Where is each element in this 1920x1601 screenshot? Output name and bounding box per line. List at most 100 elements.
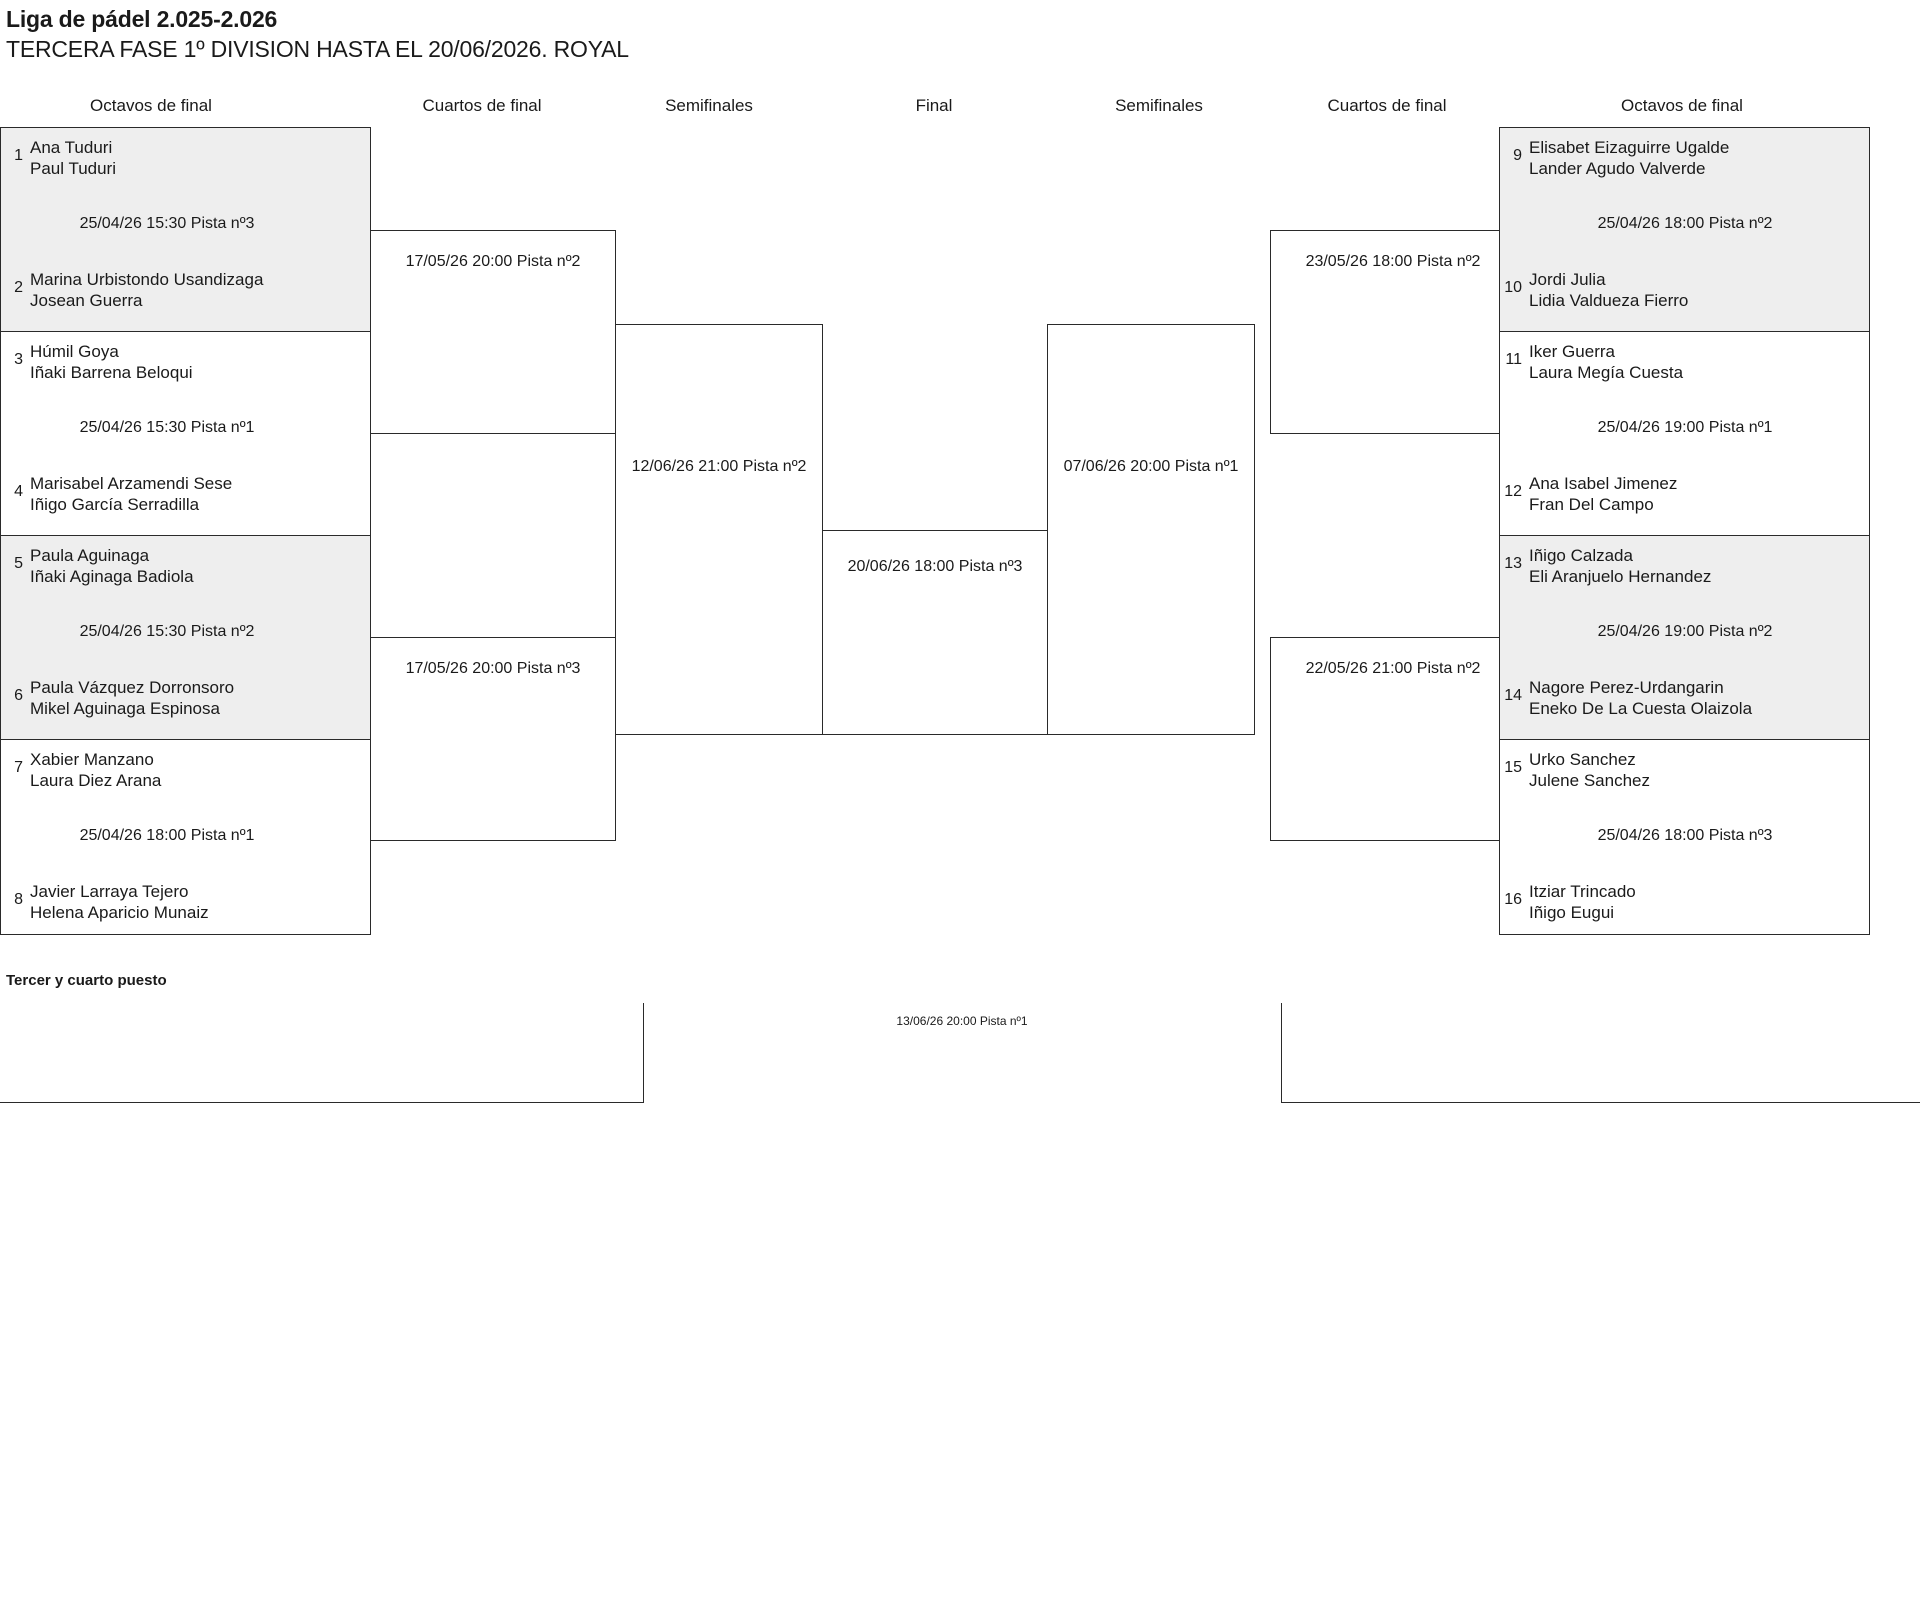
seed-row[interactable]: 3 Húmil Goya Iñaki Barrena Beloqui xyxy=(2,340,193,383)
seed-number: 5 xyxy=(14,555,23,572)
seed-names: Ana Isabel Jimenez Fran Del Campo xyxy=(1529,472,1677,515)
player-name: Fran Del Campo xyxy=(1529,495,1654,514)
player-name: Josean Guerra xyxy=(30,291,143,310)
player-name: Eli Aranjuelo Hernandez xyxy=(1529,567,1712,586)
match-time: 22/05/26 21:00 Pista nº2 xyxy=(1305,660,1481,677)
player-name: Jordi Julia xyxy=(1529,270,1606,289)
match-time: 25/04/26 15:30 Pista nº3 xyxy=(79,215,255,232)
seed-names: Nagore Perez-Urdangarin Eneko De La Cues… xyxy=(1529,676,1752,719)
seed-row[interactable]: 4 Marisabel Arzamendi Sese Iñigo García … xyxy=(2,472,232,515)
round-header-semifinales-left: Semifinales xyxy=(665,96,753,115)
player-name: Helena Aparicio Munaiz xyxy=(30,903,209,922)
player-name: Laura Megía Cuesta xyxy=(1529,363,1684,382)
right-octavos-match-2[interactable] xyxy=(1499,331,1870,536)
player-name: Paula Aguinaga xyxy=(30,546,150,565)
match-time: 25/04/26 18:00 Pista nº2 xyxy=(1597,215,1773,232)
player-name: Javier Larraya Tejero xyxy=(30,882,189,901)
seed-number: 7 xyxy=(14,759,23,776)
player-name: Ana Tuduri xyxy=(30,138,113,157)
seed-names: Paula Aguinaga Iñaki Aginaga Badiola xyxy=(30,544,194,587)
right-cuartos-match-2[interactable] xyxy=(1270,637,1516,841)
right-octavos-match-4[interactable] xyxy=(1499,739,1870,935)
seed-names: Paula Vázquez Dorronsoro Mikel Aguinaga … xyxy=(30,676,234,719)
seed-number: 10 xyxy=(1504,279,1522,296)
left-semifinal-match[interactable] xyxy=(615,324,823,735)
page-subtitle: TERCERA FASE 1º DIVISION HASTA EL 20/06/… xyxy=(6,36,629,62)
left-octavos-match-4[interactable] xyxy=(0,739,371,935)
seed-names: Húmil Goya Iñaki Barrena Beloqui xyxy=(30,340,193,383)
right-octavos-match-1[interactable] xyxy=(1499,127,1870,332)
player-name: Xabier Manzano xyxy=(30,750,154,769)
player-name: Lander Agudo Valverde xyxy=(1529,159,1706,178)
player-name: Julene Sanchez xyxy=(1529,771,1650,790)
player-name: Mikel Aguinaga Espinosa xyxy=(30,699,220,718)
match-time: 25/04/26 19:00 Pista nº1 xyxy=(1597,419,1773,436)
match-time: 25/04/26 15:30 Pista nº1 xyxy=(79,419,255,436)
seed-row[interactable]: 12 Ana Isabel Jimenez Fran Del Campo xyxy=(1501,472,1677,515)
player-name: Iñigo Eugui xyxy=(1529,903,1615,922)
match-time: 25/04/26 18:00 Pista nº3 xyxy=(1597,827,1773,844)
player-name: Marisabel Arzamendi Sese xyxy=(30,474,233,493)
round-header-cuartos-right: Cuartos de final xyxy=(1327,96,1447,115)
match-time: 23/05/26 18:00 Pista nº2 xyxy=(1305,253,1481,270)
player-name: Iñigo Calzada xyxy=(1529,546,1633,565)
seed-number: 16 xyxy=(1504,891,1522,908)
left-octavos-match-1[interactable] xyxy=(0,127,371,332)
seed-names: Urko Sanchez Julene Sanchez xyxy=(1529,748,1650,791)
seed-row[interactable]: 11 Iker Guerra Laura Megía Cuesta xyxy=(1501,340,1683,383)
seed-number: 8 xyxy=(14,891,23,908)
player-name: Paul Tuduri xyxy=(30,159,116,178)
seed-row[interactable]: 6 Paula Vázquez Dorronsoro Mikel Aguinag… xyxy=(2,676,234,719)
player-name: Eneko De La Cuesta Olaizola xyxy=(1529,699,1753,718)
seed-row[interactable]: 7 Xabier Manzano Laura Diez Arana xyxy=(2,748,161,791)
seed-names: Itziar Trincado Iñigo Eugui xyxy=(1529,880,1636,923)
seed-row[interactable]: 10 Jordi Julia Lidia Valdueza Fierro xyxy=(1501,268,1688,311)
player-name: Iker Guerra xyxy=(1529,342,1615,361)
seed-row[interactable]: 13 Iñigo Calzada Eli Aranjuelo Hernandez xyxy=(1501,544,1711,587)
third-place-line-right-vertical xyxy=(1281,1003,1282,1103)
seed-row[interactable]: 8 Javier Larraya Tejero Helena Aparicio … xyxy=(2,880,209,923)
seed-names: Iñigo Calzada Eli Aranjuelo Hernandez xyxy=(1529,544,1711,587)
seed-number: 1 xyxy=(14,147,23,164)
seed-number: 2 xyxy=(14,279,23,296)
seed-number: 15 xyxy=(1504,759,1522,776)
match-time: 17/05/26 20:00 Pista nº3 xyxy=(405,660,581,677)
final-match[interactable] xyxy=(822,530,1048,735)
right-cuartos-match-1[interactable] xyxy=(1270,230,1516,434)
match-time: 07/06/26 20:00 Pista nº1 xyxy=(1063,458,1239,475)
match-time: 20/06/26 18:00 Pista nº3 xyxy=(847,558,1023,575)
third-place-line-right-horizontal xyxy=(1281,1102,1920,1103)
player-name: Húmil Goya xyxy=(30,342,119,361)
seed-number: 3 xyxy=(14,351,23,368)
match-time: 25/04/26 15:30 Pista nº2 xyxy=(79,623,255,640)
seed-number: 9 xyxy=(1513,147,1522,164)
left-octavos-match-2[interactable] xyxy=(0,331,371,536)
third-place-line-left-horizontal xyxy=(0,1102,644,1103)
third-place-title: Tercer y cuarto puesto xyxy=(6,972,167,989)
seed-number: 11 xyxy=(1505,351,1522,368)
left-cuartos-match-2[interactable] xyxy=(370,637,616,841)
page-title-block: Liga de pádel 2.025-2.026 TERCERA FASE 1… xyxy=(6,4,629,64)
seed-row[interactable]: 2 Marina Urbistondo Usandizaga Josean Gu… xyxy=(2,268,263,311)
seed-names: Javier Larraya Tejero Helena Aparicio Mu… xyxy=(30,880,209,923)
right-semifinal-match[interactable] xyxy=(1047,324,1255,735)
right-octavos-match-3[interactable] xyxy=(1499,535,1870,740)
player-name: Nagore Perez-Urdangarin xyxy=(1529,678,1724,697)
seed-names: Marina Urbistondo Usandizaga Josean Guer… xyxy=(30,268,263,311)
player-name: Laura Diez Arana xyxy=(30,771,162,790)
seed-row[interactable]: 9 Elisabet Eizaguirre Ugalde Lander Agud… xyxy=(1501,136,1729,179)
seed-row[interactable]: 14 Nagore Perez-Urdangarin Eneko De La C… xyxy=(1501,676,1752,719)
round-header-semifinales-right: Semifinales xyxy=(1115,96,1203,115)
match-time: 17/05/26 20:00 Pista nº2 xyxy=(405,253,581,270)
seed-names: Elisabet Eizaguirre Ugalde Lander Agudo … xyxy=(1529,136,1729,179)
left-cuartos-match-1[interactable] xyxy=(370,230,616,434)
player-name: Elisabet Eizaguirre Ugalde xyxy=(1529,138,1730,157)
seed-row[interactable]: 1 Ana Tuduri Paul Tuduri xyxy=(2,136,116,179)
seed-number: 6 xyxy=(14,687,23,704)
round-header-cuartos-left: Cuartos de final xyxy=(422,96,542,115)
page-title: Liga de pádel 2.025-2.026 xyxy=(6,6,278,32)
round-header-octavos-left: Octavos de final xyxy=(90,96,212,115)
seed-row[interactable]: 16 Itziar Trincado Iñigo Eugui xyxy=(1501,880,1636,923)
seed-row[interactable]: 15 Urko Sanchez Julene Sanchez xyxy=(1501,748,1650,791)
seed-row[interactable]: 5 Paula Aguinaga Iñaki Aginaga Badiola xyxy=(2,544,194,587)
